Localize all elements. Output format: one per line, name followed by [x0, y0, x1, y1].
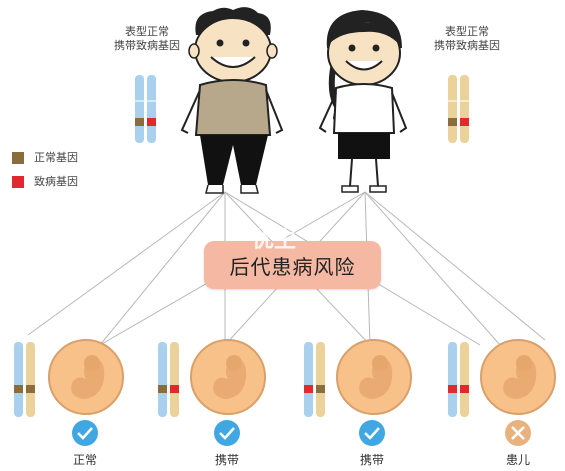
offspring-2-embryo [190, 339, 266, 415]
watermark: 优生 [252, 228, 297, 253]
offspring-risk-label: 后代患病风险 [229, 254, 356, 279]
offspring-1-chromosomes [14, 342, 35, 417]
outcome-4-label: 患儿 [505, 453, 530, 467]
father-label: 表型正常 携带致病基因 [114, 25, 180, 52]
check-icon [72, 420, 98, 446]
offspring-4-embryo [480, 339, 556, 415]
offspring-1-embryo [48, 339, 124, 415]
offspring-2-chromosomes [158, 342, 179, 417]
check-icon [214, 420, 240, 446]
offspring-risk-box: 后代患病风险 [204, 241, 381, 289]
check-icon [359, 420, 385, 446]
legend-normal-label: 正常基因 [34, 151, 78, 164]
offspring-3-embryo [336, 339, 412, 415]
cross-icon [505, 420, 531, 446]
mother-label: 表型正常 携带致病基因 [434, 25, 500, 52]
father-chromosomes [135, 75, 156, 143]
legend-normal-swatch [12, 152, 24, 164]
mother-chromosomes [448, 75, 469, 143]
outcome-1-label: 正常 [72, 453, 97, 467]
outcome-2-label: 携带 [214, 453, 239, 467]
father-figure [180, 7, 284, 194]
legend-disease-label: 致病基因 [34, 175, 78, 188]
legend-disease-swatch [12, 176, 24, 188]
mother-figure [318, 10, 408, 193]
offspring-3-chromosomes [304, 342, 325, 417]
outcome-3-label: 携带 [359, 453, 384, 467]
offspring-4-chromosomes [448, 342, 469, 417]
